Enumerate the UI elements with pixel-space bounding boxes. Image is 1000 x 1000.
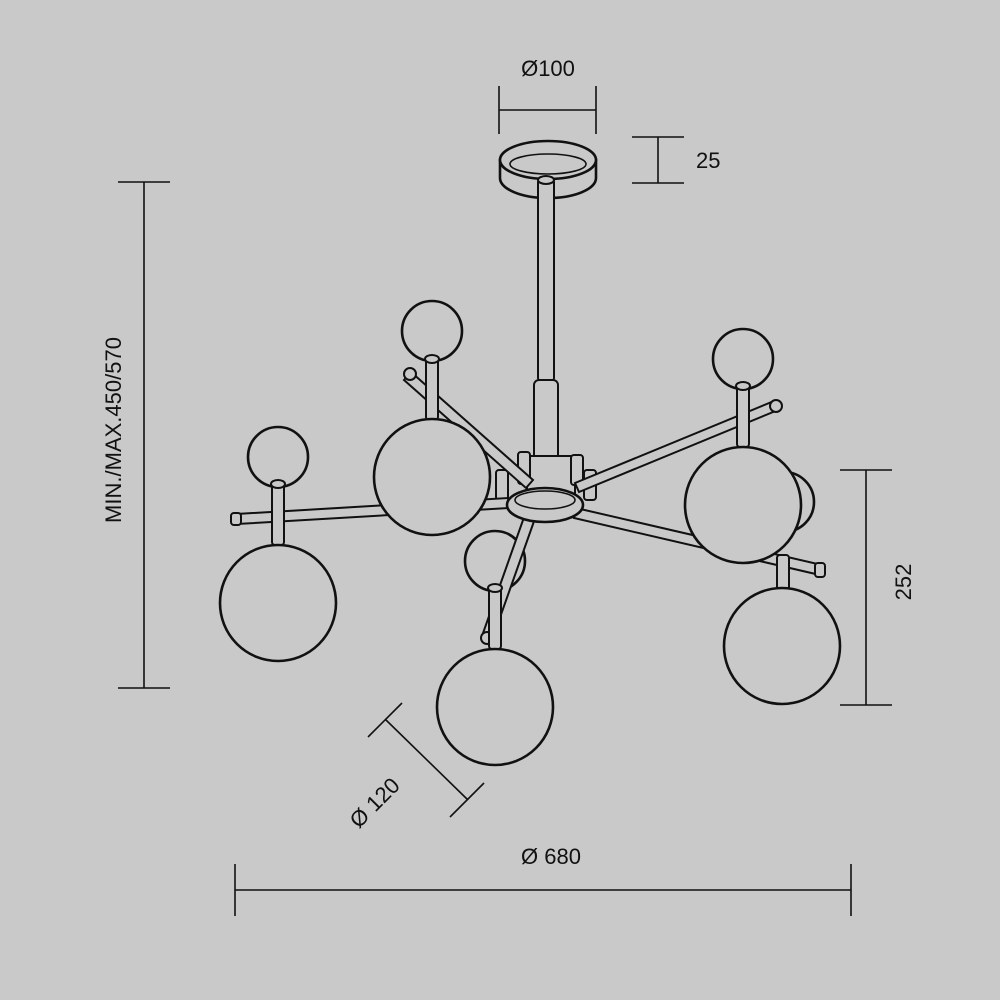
globe-far-left-upper bbox=[246, 425, 310, 489]
globe-left bbox=[218, 543, 338, 663]
height-range-label: MIN./MAX.450/570 bbox=[101, 337, 126, 523]
globe-lower-right bbox=[722, 586, 842, 706]
globe-upper-right bbox=[683, 445, 803, 565]
canopy-height-label: 25 bbox=[696, 148, 720, 173]
hub-disc bbox=[505, 486, 585, 524]
chandelier-fixture bbox=[218, 139, 842, 767]
canopy-height-dimension: 25 bbox=[632, 136, 720, 184]
overall-diameter-dimension: Ø 680 bbox=[234, 844, 852, 916]
globe-back-right bbox=[711, 327, 775, 391]
height-range-dimension: MIN./MAX.450/570 bbox=[101, 181, 170, 689]
shade-height-dimension: 252 bbox=[840, 469, 916, 706]
canopy-diameter-label: Ø100 bbox=[521, 56, 575, 81]
overall-diameter-label: Ø 680 bbox=[521, 844, 581, 869]
central-stem bbox=[533, 175, 559, 461]
canopy-diameter-dimension: Ø100 bbox=[498, 56, 597, 134]
globe-front bbox=[435, 647, 555, 767]
shade-diameter-label: Ø 120 bbox=[345, 773, 405, 833]
arm-upper-right bbox=[573, 399, 783, 494]
globe-back-left bbox=[400, 299, 464, 363]
shade-height-label: 252 bbox=[891, 564, 916, 601]
globe-upper-left bbox=[372, 417, 492, 537]
